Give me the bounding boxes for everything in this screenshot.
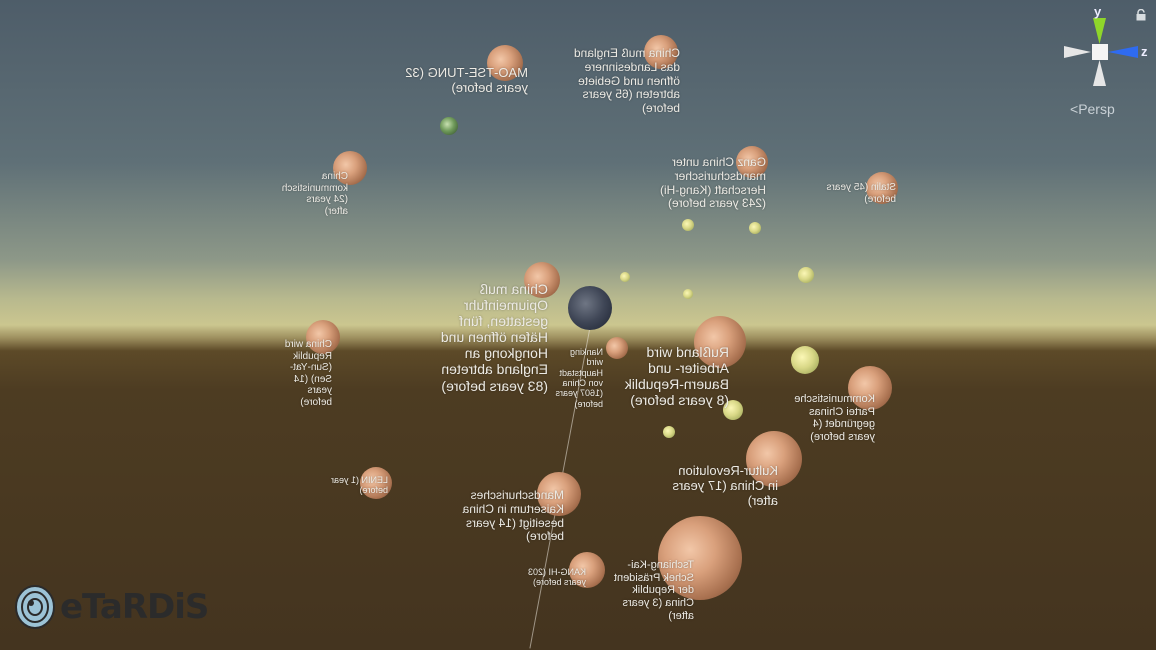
event-sphere[interactable] — [866, 172, 898, 204]
event-sphere[interactable] — [683, 289, 693, 299]
event-sphere[interactable] — [306, 320, 340, 354]
event-sphere[interactable] — [749, 222, 761, 234]
event-label[interactable]: China kommunistisch (24 years after) — [281, 171, 348, 217]
event-sphere[interactable] — [723, 400, 743, 420]
event-label[interactable]: Rußland wird Arbeiter- und Bauern-Republ… — [624, 344, 729, 409]
event-sphere[interactable] — [537, 472, 581, 516]
event-label[interactable]: China muß England das Landesinnere öffne… — [573, 46, 680, 116]
y-axis-label: y — [1094, 4, 1102, 19]
event-label[interactable]: Ganz China unter mandschurischer Herscha… — [659, 155, 766, 211]
event-sphere[interactable] — [644, 35, 678, 69]
event-sphere[interactable] — [736, 146, 768, 178]
event-sphere[interactable] — [694, 316, 746, 368]
logo: eTaRDiS — [14, 584, 209, 630]
logo-rings-icon — [15, 585, 55, 629]
event-label[interactable]: China muß Opiumeinfuhr gestatten, fünf H… — [440, 281, 548, 394]
event-label[interactable]: Tschiang-Kai-Schek Präsident der Republi… — [613, 559, 694, 622]
event-sphere[interactable] — [848, 366, 892, 410]
event-sphere[interactable] — [682, 219, 694, 231]
event-sphere[interactable] — [620, 272, 630, 282]
event-sphere[interactable] — [568, 286, 612, 330]
event-label[interactable]: MAO-TSE-TUNG (32 years before) — [405, 65, 528, 95]
z-axis-label: z — [1141, 44, 1148, 59]
event-sphere[interactable] — [333, 151, 367, 185]
event-sphere[interactable] — [746, 431, 802, 487]
event-label[interactable]: KANG-HI (203 years before) — [527, 567, 586, 588]
projection-label: Persp — [1078, 101, 1115, 117]
projection-toggle[interactable]: <Persp — [1070, 101, 1115, 117]
event-sphere[interactable] — [606, 337, 628, 359]
event-label[interactable]: Stalin (45 years before) — [826, 182, 896, 205]
event-sphere[interactable] — [440, 117, 458, 135]
event-label[interactable]: Kultur-Revolution in China (17 years aft… — [672, 463, 779, 508]
lock-icon[interactable] — [1135, 9, 1147, 21]
orientation-gizmo[interactable]: y z — [1060, 4, 1156, 124]
event-sphere[interactable] — [569, 552, 605, 588]
axis-gizmo-icon[interactable]: y z — [1060, 4, 1156, 104]
event-label[interactable]: Nanking wird Hauptstadt von China (1607 … — [555, 347, 603, 409]
event-sphere[interactable] — [524, 262, 560, 298]
event-sphere[interactable] — [663, 426, 675, 438]
event-sphere[interactable] — [798, 267, 814, 283]
event-sphere[interactable] — [360, 467, 392, 499]
event-label[interactable]: LENIN (1 year before) — [330, 475, 388, 496]
event-sphere[interactable] — [487, 45, 523, 81]
event-label[interactable]: Kommunistische Partei Chinas gegründet (… — [794, 393, 875, 443]
event-sphere[interactable] — [791, 346, 819, 374]
event-sphere[interactable] — [658, 516, 742, 600]
event-label[interactable]: China wird Republik (Sun-Yat-Sen) (14 ye… — [284, 339, 332, 408]
logo-text: eTaRDiS — [60, 587, 209, 627]
chevron-left-icon: < — [1070, 101, 1079, 117]
event-label[interactable]: Mandschurisches Kaisertum in China besei… — [462, 488, 564, 544]
